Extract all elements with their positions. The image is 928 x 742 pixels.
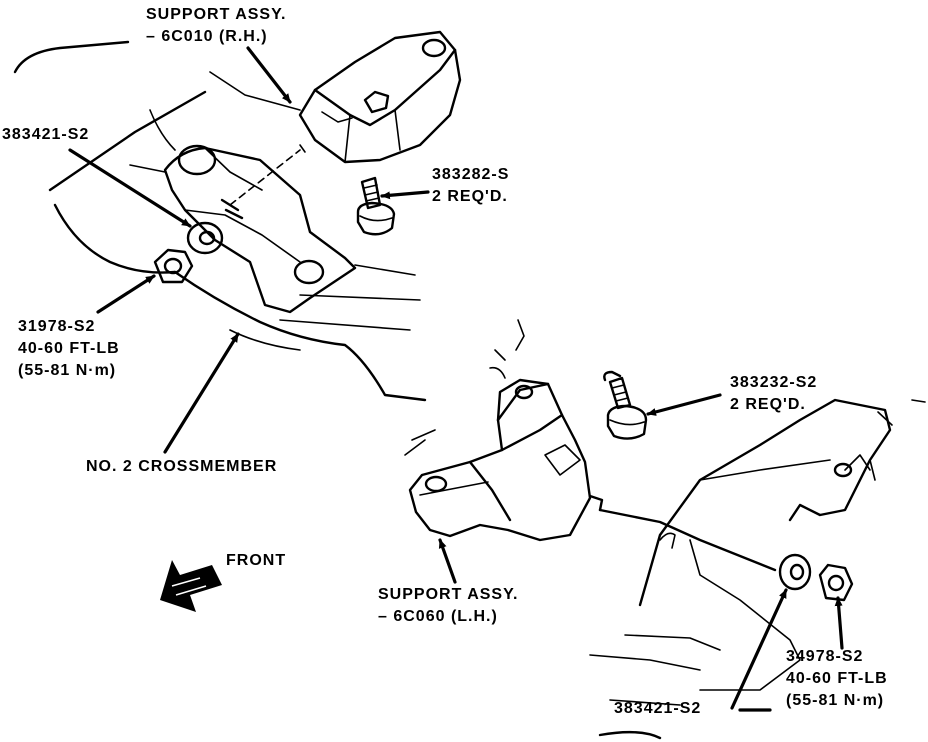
label-support-assy-rh: SUPPORT ASSY. – 6C010 (R.H.) [146, 4, 286, 48]
nut-upper [153, 248, 194, 284]
lower-frame-rail [589, 398, 926, 706]
label-line: – 6C060 (L.H.) [378, 608, 498, 625]
label-line: (55-81 N·m) [786, 692, 885, 709]
label-line: 31978-S2 [18, 318, 96, 335]
washer-lower [778, 553, 812, 591]
label-line: 40-60 FT-LB [18, 340, 120, 357]
label-line: (55-81 N·m) [18, 362, 117, 379]
nut-lower [818, 563, 854, 602]
label-line: 383421-S2 [2, 126, 90, 143]
label-line: SUPPORT ASSY. [146, 6, 287, 23]
label-line: 40-60 FT-LB [786, 670, 888, 687]
label-line: 383421-S2 [614, 700, 702, 717]
label-front: FRONT [226, 550, 286, 572]
label-line: 383232-S2 [730, 374, 818, 391]
crossmember-bracket-rh [129, 144, 357, 314]
bolt-383232 [603, 370, 648, 440]
label-line: FRONT [226, 552, 287, 569]
label-line: 383282-S [432, 166, 510, 183]
label-34978: 34978-S2 40-60 FT-LB (55-81 N·m) [786, 646, 888, 712]
leader-lines [68, 46, 844, 740]
support-assy-lh [404, 319, 604, 542]
front-arrow [160, 560, 222, 612]
washer-upper [186, 221, 224, 255]
label-line: 2 REQ'D. [730, 396, 806, 413]
support-assy-rh [298, 30, 462, 164]
label-line: 34978-S2 [786, 648, 864, 665]
label-crossmember: NO. 2 CROSSMEMBER [86, 456, 277, 478]
label-383232: 383232-S2 2 REQ'D. [730, 372, 817, 416]
label-line: 2 REQ'D. [432, 188, 508, 205]
label-383421-top: 383421-S2 [2, 124, 89, 146]
label-383282: 383282-S 2 REQ'D. [432, 164, 509, 208]
label-line: NO. 2 CROSSMEMBER [86, 458, 278, 475]
bolt-383282 [356, 176, 396, 236]
label-support-assy-lh: SUPPORT ASSY. – 6C060 (L.H.) [378, 584, 518, 628]
label-383421-bottom: 383421-S2 [614, 698, 701, 720]
label-line: – 6C010 (R.H.) [146, 28, 268, 45]
label-line: SUPPORT ASSY. [378, 586, 519, 603]
label-31978: 31978-S2 40-60 FT-LB (55-81 N·m) [18, 316, 120, 382]
upper-frame-rail [13, 40, 427, 402]
